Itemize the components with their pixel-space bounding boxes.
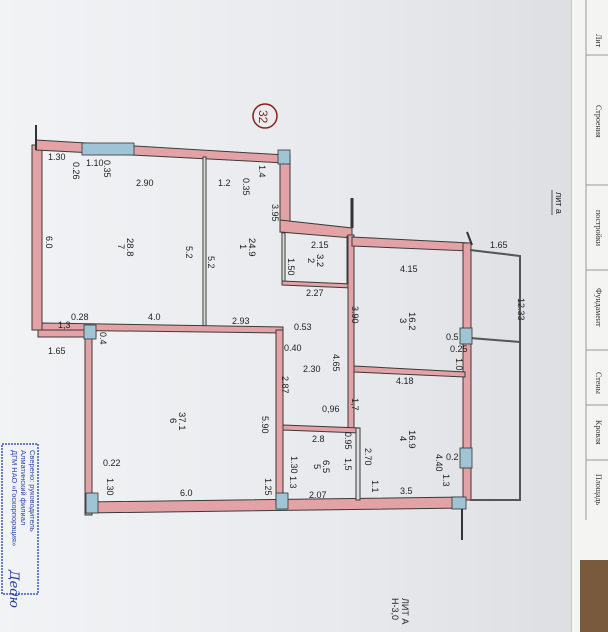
dim: 1,7 xyxy=(350,398,360,411)
dim: 3.5 xyxy=(400,486,413,496)
side-table: Лит Строения постройки Фундамент Стены К… xyxy=(585,0,608,520)
dim: 4.15 xyxy=(400,264,418,274)
wood-surface xyxy=(580,560,608,632)
dim: 1.30 xyxy=(48,152,66,162)
paper-sheet xyxy=(0,0,590,632)
side-table-strip xyxy=(571,0,608,632)
windows xyxy=(81,142,473,514)
dim: 0.22 xyxy=(103,458,121,468)
dim: 1.30 xyxy=(105,478,115,496)
stamp-line-3: ДГМ НАО «Госкорпорация» xyxy=(10,450,19,546)
dim: 3.90 xyxy=(350,306,360,324)
dim: 1.65 xyxy=(48,346,66,356)
room-3-area: 16.2 xyxy=(406,312,417,331)
dim: 0.2 xyxy=(446,452,459,462)
dim: 3.95 xyxy=(270,204,280,222)
dim: 4.18 xyxy=(396,376,414,386)
dim: 1.50 xyxy=(286,258,296,276)
dim: 2.15 xyxy=(311,240,329,250)
room-5-id: 5 xyxy=(311,464,322,469)
room-2-area: 3.2 xyxy=(314,254,325,267)
approval-stamp: Сверено: руководитель Алматинский филиал… xyxy=(1,443,39,608)
dim: 1.25 xyxy=(263,478,273,496)
dim: 1.4 xyxy=(257,165,267,178)
room-6-id: 6 xyxy=(167,418,178,423)
dim: 0.28 xyxy=(71,312,89,322)
dim: 4.0 xyxy=(148,312,161,322)
dim: 2.8 xyxy=(312,434,325,444)
dim: 2.30 xyxy=(303,364,321,374)
dim: 2.87 xyxy=(280,376,290,394)
stamp-line-2: Алматинский филиал xyxy=(19,450,28,525)
dim: 12.33 xyxy=(516,298,526,321)
dim: 2.27 xyxy=(306,288,324,298)
stamp-signature: Дедю xyxy=(6,569,21,608)
room-4-area: 16.9 xyxy=(406,430,417,449)
height-note: H-3,0 xyxy=(390,598,400,620)
side-tab-4: Кровля xyxy=(594,420,603,445)
dim: 1.2 xyxy=(218,178,231,188)
dim: 6.0 xyxy=(180,488,193,498)
dim: 1.3 xyxy=(441,474,451,487)
dim: 2.07 xyxy=(309,490,327,500)
dim: 1,3 xyxy=(58,320,71,330)
side-tab-header: Лит xyxy=(594,34,603,48)
dim: 5.90 xyxy=(260,416,270,434)
dim: 1.65 xyxy=(490,240,508,250)
room-3-id: 3 xyxy=(397,318,408,323)
room-6-area: 37.1 xyxy=(176,412,187,431)
stamp-line-1: Сверено: руководитель xyxy=(28,450,37,532)
room-labels: 7 28.8 1 24.9 2 3.2 3 16.2 4 16.9 5 6.5 … xyxy=(115,238,417,473)
dim: 0.4 xyxy=(98,332,108,345)
dim: 0.35 xyxy=(241,178,251,196)
room-5-area: 6.5 xyxy=(320,460,331,473)
sheet-labels: 32 лит а ЛИТ А H-3,0 xyxy=(252,103,564,624)
plan-number: 32 xyxy=(256,110,270,124)
side-tab-5: Площадь xyxy=(594,474,603,506)
plan-number-circle xyxy=(252,103,278,129)
dim: 0.5 xyxy=(446,332,459,342)
room-1-id: 1 xyxy=(237,244,248,249)
dim: 0.25 xyxy=(450,344,468,354)
dim: 0.35 xyxy=(102,160,112,178)
dim: 1,5 xyxy=(343,458,353,471)
dim: 2.90 xyxy=(136,178,154,188)
room-7-id: 7 xyxy=(115,244,126,249)
walls xyxy=(31,125,521,540)
room-1-area: 24.9 xyxy=(246,238,257,257)
side-tab-2: Фундамент xyxy=(594,288,603,327)
dim: 4.65 xyxy=(331,354,341,372)
dim: 1.0 xyxy=(454,358,464,371)
dim: 6.0 xyxy=(44,236,54,249)
dim: 0.53 xyxy=(294,322,312,332)
dim: 0,96 xyxy=(322,404,340,414)
room-4-id: 4 xyxy=(397,436,408,441)
dim: 0.40 xyxy=(284,343,302,353)
lit-label: лит а xyxy=(554,192,564,214)
dimension-labels: 1.30 1.10 0.35 0.26 2.90 1.2 0.35 1.4 3.… xyxy=(44,152,526,500)
side-tab-3: Стены xyxy=(594,372,603,395)
dim: 4.40 xyxy=(434,454,444,472)
room-7-area: 28.8 xyxy=(124,238,135,257)
dim: 5.2 xyxy=(184,246,194,259)
room-2-id: 2 xyxy=(305,258,316,263)
dim: 0.26 xyxy=(71,162,81,180)
dim: 2.93 xyxy=(232,316,250,326)
side-tab-1: постройки xyxy=(594,210,603,247)
dim: 2.70 xyxy=(363,448,373,466)
side-tab-0: Строения xyxy=(594,105,603,138)
dim: 1.3 xyxy=(288,476,298,489)
dim: 1.1 xyxy=(370,480,380,493)
lit-a-label: ЛИТ А xyxy=(400,598,410,624)
dim: 0.95 xyxy=(343,432,353,450)
dim: 1.30 xyxy=(289,456,299,474)
dim: 1.10 xyxy=(86,158,104,168)
dim: 5.2 xyxy=(206,256,216,269)
